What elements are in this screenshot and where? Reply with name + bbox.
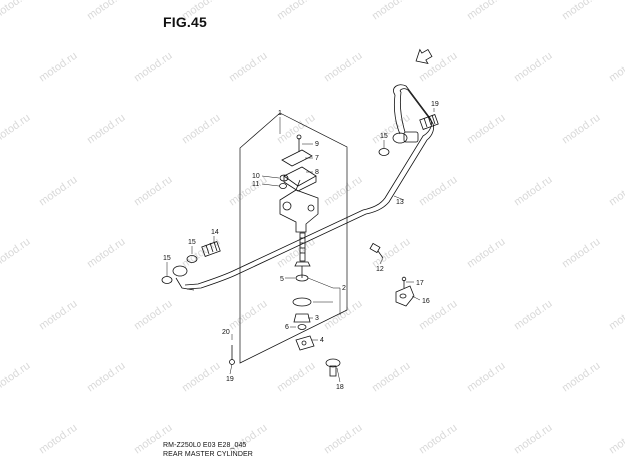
watermark-text: motod.ru <box>180 112 222 147</box>
cotter-pin <box>229 345 235 365</box>
callout-17: 17 <box>416 280 424 287</box>
watermark-text: motod.ru <box>0 360 32 395</box>
watermark-text: motod.ru <box>37 50 79 85</box>
watermark-text: motod.ru <box>560 112 602 147</box>
watermark-text: motod.ru <box>322 298 364 333</box>
callout-1: 1 <box>278 110 282 117</box>
figure-code: RM-Z250L0 E03 E28_045 <box>163 442 247 449</box>
washer-right <box>378 148 390 156</box>
watermark-text: motod.ru <box>275 360 317 395</box>
watermark-text: motod.ru <box>0 112 32 147</box>
watermark-text: motod.ru <box>322 50 364 85</box>
watermark-text: motod.ru <box>0 236 32 271</box>
watermark-text: motod.ru <box>417 422 459 457</box>
figure-caption: REAR MASTER CYLINDER <box>163 451 253 458</box>
watermark-text: motod.ru <box>512 298 554 333</box>
watermark-text: motod.ru <box>132 174 174 209</box>
watermark-text: motod.ru <box>465 236 507 271</box>
watermark-text: motod.ru <box>465 0 507 22</box>
bolt-18 <box>325 358 341 377</box>
callout-20: 20 <box>222 329 230 336</box>
watermark-text: motod.ru <box>85 0 127 22</box>
watermark-text: motod.ru <box>607 174 625 209</box>
watermark-text: motod.ru <box>0 0 32 22</box>
watermark-text: motod.ru <box>132 298 174 333</box>
watermark-text: motod.ru <box>607 298 625 333</box>
master-cylinder-body <box>279 179 319 233</box>
callout-14: 14 <box>211 229 219 236</box>
callout-15-right: 15 <box>380 133 388 140</box>
watermark-text: motod.ru <box>85 236 127 271</box>
callout-18: 18 <box>336 384 344 391</box>
callout-15-left-lower: 15 <box>163 255 171 262</box>
hose-fitting-left <box>172 265 195 291</box>
callout-7: 7 <box>315 155 319 162</box>
watermark-text: motod.ru <box>560 236 602 271</box>
callout-5: 5 <box>280 276 284 283</box>
callout-6: 6 <box>285 324 289 331</box>
brake-hose <box>184 84 435 290</box>
callout-10: 10 <box>252 173 260 180</box>
watermark-text: motod.ru <box>370 0 412 22</box>
callout-3: 3 <box>315 315 319 322</box>
watermark-text: motod.ru <box>37 298 79 333</box>
callout-15-left-upper: 15 <box>188 239 196 246</box>
callout-2: 2 <box>342 285 346 292</box>
callout-9: 9 <box>315 141 319 148</box>
washer-left-lower <box>161 276 173 284</box>
union-bolt-right <box>419 114 439 130</box>
watermark-text: motod.ru <box>465 112 507 147</box>
watermark-text: motod.ru <box>465 360 507 395</box>
callout-11: 11 <box>252 181 259 188</box>
bolt-12 <box>369 242 384 259</box>
callout-16: 16 <box>422 298 430 305</box>
washer-left-upper <box>186 255 198 263</box>
hose-fitting-right <box>392 131 419 144</box>
watermark-text: motod.ru <box>227 174 269 209</box>
callout-13: 13 <box>396 199 404 206</box>
watermark-text: motod.ru <box>180 236 222 271</box>
watermark-text: motod.ru <box>560 360 602 395</box>
watermark-text: motod.ru <box>275 0 317 22</box>
front-arrow-icon <box>415 48 433 64</box>
watermark-text: motod.ru <box>417 174 459 209</box>
assembly-outline <box>239 112 348 364</box>
watermark-text: motod.ru <box>37 422 79 457</box>
watermark-text: motod.ru <box>512 422 554 457</box>
callout-4: 4 <box>320 337 324 344</box>
union-bolt-left <box>201 241 221 257</box>
watermark-text: motod.ru <box>370 360 412 395</box>
watermark-text: motod.ru <box>227 298 269 333</box>
watermark-text: motod.ru <box>322 174 364 209</box>
callout-12: 12 <box>376 266 384 273</box>
watermark-text: motod.ru <box>85 360 127 395</box>
watermark-text: motod.ru <box>37 174 79 209</box>
watermark-text: motod.ru <box>132 50 174 85</box>
watermark-text: motod.ru <box>512 50 554 85</box>
figure-title: FIG.45 <box>163 14 207 30</box>
leader-lines <box>166 108 435 383</box>
watermark-text: motod.ru <box>607 50 625 85</box>
watermark-text: motod.ru <box>370 112 412 147</box>
watermark-text: motod.ru <box>512 174 554 209</box>
bracket-16 <box>395 276 415 307</box>
callout-19-lower: 19 <box>226 376 234 383</box>
watermark-text: motod.ru <box>322 422 364 457</box>
push-rod <box>292 232 315 351</box>
callout-8: 8 <box>315 169 319 176</box>
callouts: 1 2 3 4 5 6 7 8 9 10 11 12 13 14 15 15 1… <box>163 101 439 391</box>
watermark-text: motod.ru <box>560 0 602 22</box>
watermark-text: motod.ru <box>180 360 222 395</box>
watermark-text: motod.ru <box>227 50 269 85</box>
watermark-text: motod.ru <box>85 112 127 147</box>
watermark-text: motod.ru <box>607 422 625 457</box>
callout-19-upper: 19 <box>431 101 439 108</box>
